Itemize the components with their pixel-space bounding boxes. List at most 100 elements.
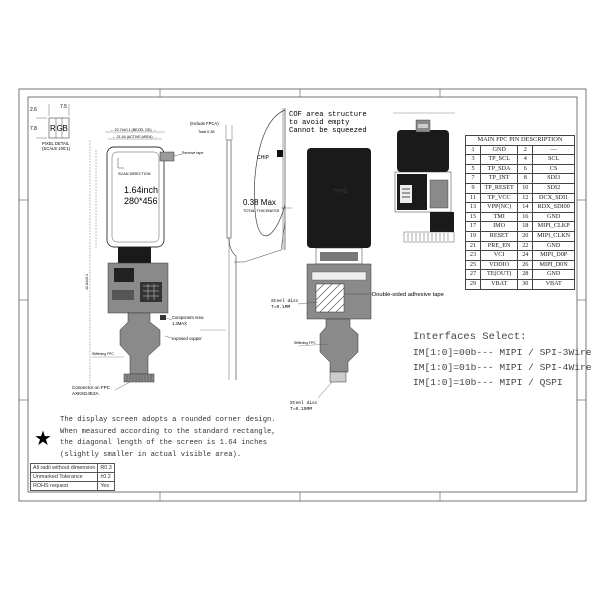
front-dim-width-2: ← 21.44 (ACTIVE AREA) → xyxy=(112,135,157,139)
front-fpc-tail xyxy=(119,312,161,375)
front-active-area xyxy=(111,151,160,243)
rounded-corner-note: The display screen adopts a rounded corn… xyxy=(60,415,290,461)
pixel-detail: 7.5 2.6 7.8 R G B PIXEL DETAIL (SCALE 10… xyxy=(30,104,71,151)
pin-signal: MIPI_CLKN xyxy=(532,230,575,242)
pin-number: 23 xyxy=(465,250,481,261)
pin-signal: TMI xyxy=(479,211,519,223)
note-star-icon: ★ xyxy=(34,428,52,450)
tolerance-value: R0.3 xyxy=(97,463,116,473)
note-line-2: When measured according to the standard … xyxy=(60,427,276,436)
pin-signal: GND xyxy=(532,211,575,223)
pin-number: 16 xyxy=(517,211,534,223)
interfaces-select: Interfaces Select: IM[1:0]=00b--- MIPI /… xyxy=(413,330,591,390)
pin-number: 30 xyxy=(517,278,534,290)
pin-signal: TE(OUT) xyxy=(479,269,519,280)
pixel-r: R xyxy=(50,124,56,133)
front-fpc-comp-1 xyxy=(114,268,134,282)
pin-number: 13 xyxy=(465,202,481,213)
interface-line-2: IM[1:0]=01b--- MIPI / SPI-4Wire xyxy=(413,362,592,373)
pin-number: 28 xyxy=(517,269,534,280)
pin-signal: GND xyxy=(479,144,519,156)
steel-disc-1-t: T=0.1MM xyxy=(271,304,291,310)
stiffener-top-label: Stiffening FPC xyxy=(92,352,114,356)
tolerance-value: Yes xyxy=(97,481,116,491)
tolerance-row: Unmarked Tolerance ±0.2 xyxy=(29,472,116,482)
pin-signal: SCL xyxy=(532,154,575,165)
pin-signal: MIPI_D0N xyxy=(532,259,575,271)
pin-number: 12 xyxy=(517,192,534,204)
front-dim-height: 42.84±0.1 xyxy=(85,274,89,290)
pin-number: 25 xyxy=(465,259,481,271)
pixel-dim-top: 7.5 xyxy=(60,104,67,110)
pin-signal: TP_RESET xyxy=(479,182,519,194)
pin-number: 10 xyxy=(517,182,534,194)
thickness-value: 0.38 Max xyxy=(243,198,276,207)
component-area-label-2: 1.3MAX xyxy=(172,321,187,326)
frame-ticks xyxy=(19,89,586,501)
pixel-caption-1: PIXEL DETAIL xyxy=(42,141,70,146)
pin-number: 24 xyxy=(517,250,534,261)
connector-label-1: Connector on FPC xyxy=(72,385,111,390)
pin-number: 20 xyxy=(517,230,534,242)
pin-signal: GND xyxy=(532,240,575,252)
note-line-4: (slightly smaller in actual visible area… xyxy=(60,450,242,459)
pin-table-title: MAIN FPC PIN DESCRIPTION xyxy=(465,135,575,146)
pin-signal: TP_INT xyxy=(479,173,519,184)
pin-number: 21 xyxy=(465,240,481,252)
side-view: (Include FPCA) Total 0.38 xyxy=(190,121,237,380)
front-cof xyxy=(118,247,151,263)
pin-signal: DCX_SDI1 xyxy=(532,192,575,204)
include-fpca: (Include FPCA) xyxy=(190,121,219,126)
side-fpc xyxy=(228,237,237,380)
chip-block xyxy=(277,150,283,157)
pin-signal: TP_VCC xyxy=(479,192,519,204)
pin-signal: IMO xyxy=(479,221,519,232)
back-view: T°V°D Double-sided adhesive tape Steel d… xyxy=(271,148,444,412)
pin-number: 8 xyxy=(517,173,534,184)
pixel-b: B xyxy=(63,124,68,133)
adhesive-label: Double-sided adhesive tape xyxy=(372,292,444,298)
connector-label-2: AXK6G4E2A xyxy=(72,391,99,396)
cof-note-3: Cannot be squeezed xyxy=(289,127,367,135)
pixel-g: G xyxy=(57,124,63,133)
scan-direction: SCAN DIRECTION xyxy=(118,172,151,176)
pin-number: 26 xyxy=(517,259,534,271)
back-steel-disc xyxy=(315,283,345,313)
cof-note-1: COF area structure xyxy=(289,111,367,119)
side-panel xyxy=(226,139,232,239)
pin-signal: MIPI_CLKP xyxy=(532,221,575,232)
pin-number: 6 xyxy=(517,163,534,175)
back-panel xyxy=(307,148,371,248)
front-fpc-comp-2 xyxy=(112,290,134,300)
pin-number: 4 xyxy=(517,154,534,165)
thickness-caption: TOTAL THICKNESS xyxy=(243,208,280,213)
pin-number: 18 xyxy=(517,221,534,232)
pin-number: 1 xyxy=(465,144,481,156)
exposed-copper-label: exposed copper xyxy=(172,336,202,341)
pin-signal: — xyxy=(532,144,575,156)
inner-frame xyxy=(27,96,578,493)
front-view: ← 22.74±0.1 (BEZEL OD) → ← 21.44 (ACTIVE… xyxy=(72,128,204,396)
tolerance-key: Unmarked Tolerance xyxy=(29,472,99,482)
remove-tape-label: Remove tape xyxy=(182,151,203,155)
front-fpc-comp-area xyxy=(140,282,162,302)
cof-detail: CHIP COF area structure to avoid empty C… xyxy=(234,108,367,263)
pin-signal: GND xyxy=(532,269,575,280)
interface-line-1: IM[1:0]=00b--- MIPI / SPI-3Wire xyxy=(413,347,592,358)
note-line-3: the diagonal length of the screen is 1.6… xyxy=(60,439,268,447)
pin-number: 7 xyxy=(465,173,481,184)
pin-signal: SDI2 xyxy=(532,182,575,194)
